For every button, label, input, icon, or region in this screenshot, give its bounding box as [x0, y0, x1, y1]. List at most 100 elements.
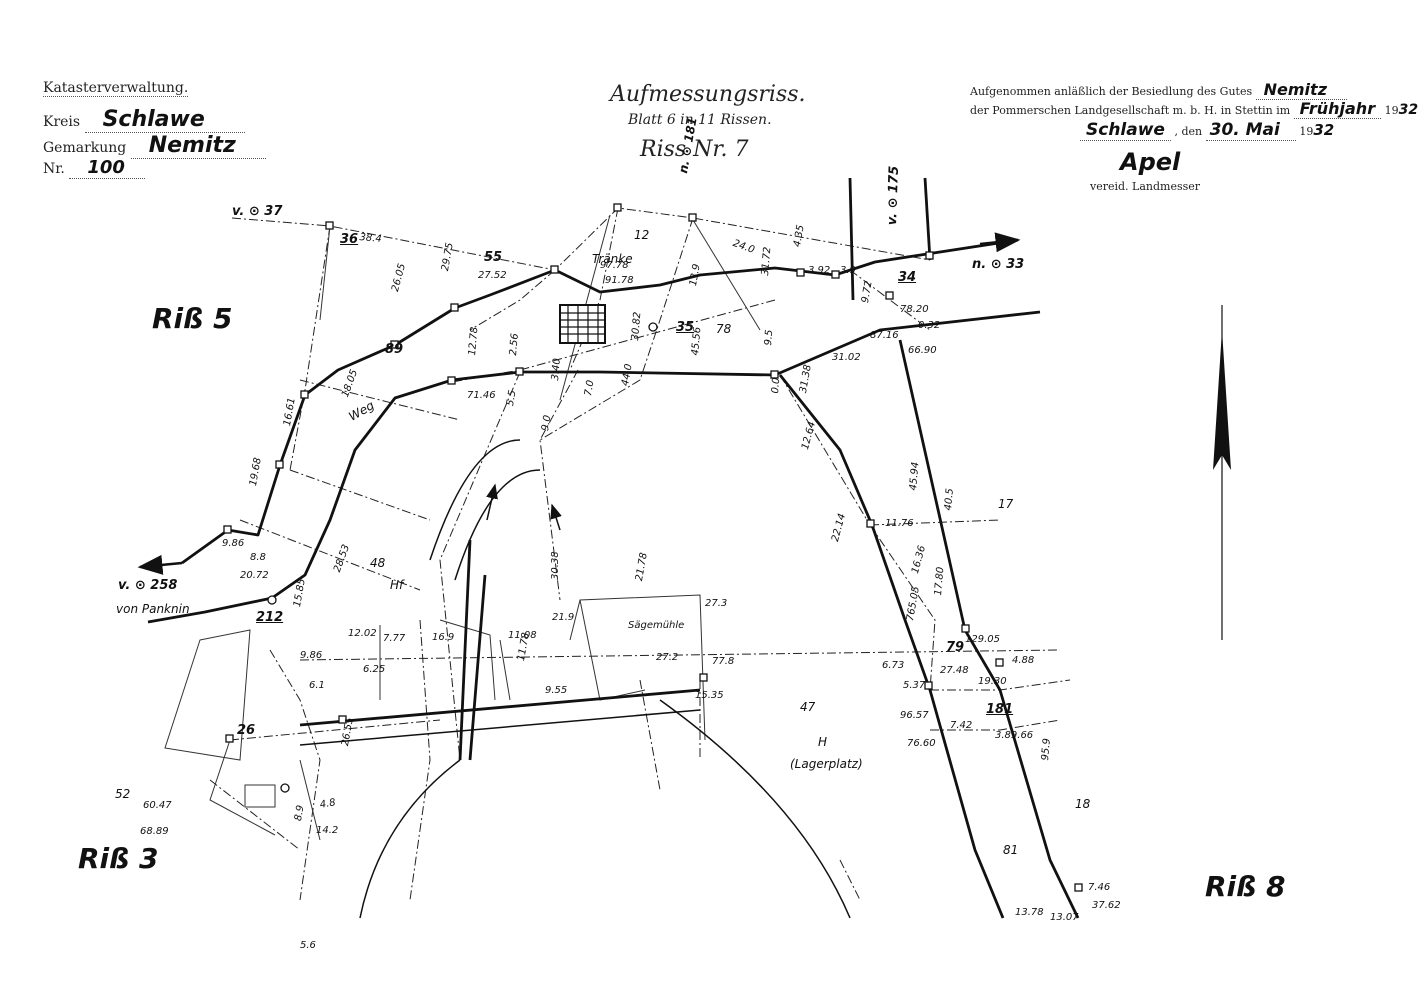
measurement-value: 0.32	[918, 320, 941, 331]
measurement-value: 7.42	[950, 720, 973, 731]
measurement-value: 27.2	[656, 652, 679, 663]
parcel-181: 181	[986, 702, 1014, 717]
nr-value: 100	[69, 157, 145, 179]
measurement-value: 38.4	[359, 232, 383, 245]
boundary-lines	[209, 207, 1071, 901]
measurement-value: 71.46	[467, 390, 496, 401]
saegemuehle-label: Sägemühle	[628, 620, 685, 631]
measurement-value: 27.48	[940, 665, 969, 676]
parcel-47: 47	[800, 700, 816, 714]
measurement-value: 68.89	[140, 826, 169, 837]
parcel-35: 35	[676, 320, 695, 335]
measurement-value: 15.35	[695, 690, 724, 701]
measurement-value: 30.38	[550, 551, 561, 580]
measurement-value: 8.8	[250, 552, 266, 563]
signer-title: vereid. Landmesser	[1090, 180, 1201, 193]
measurement-value: 9.86	[222, 538, 245, 549]
riss-number: Riss Nr. 7	[640, 137, 749, 162]
measurement-value: 11.08	[508, 630, 537, 641]
sheet-riss5: Riß 5	[152, 302, 233, 335]
parcel-17: 17	[998, 497, 1014, 511]
measurement-value: 6.73	[882, 660, 905, 671]
parcel-212: 212	[256, 610, 284, 625]
measurement-value: 95.9	[1040, 737, 1053, 761]
parcel-h: H	[818, 735, 828, 749]
measurement-value: 78.20	[900, 304, 929, 315]
measurement-value: 37.62	[1092, 900, 1121, 911]
measurement-value: 5.37	[903, 680, 926, 691]
kreis-row: Kreis Schlawe	[43, 107, 245, 133]
survey-line-2: der Pommerschen Landgesellschaft m. b. H…	[970, 99, 1418, 119]
parcel-79: 79	[946, 640, 965, 655]
measurement-value: 12.02	[348, 628, 377, 639]
kreis-value: Schlawe	[84, 107, 245, 133]
ref-v175: v. ⊙ 175	[885, 165, 903, 226]
map-title: Aufmessungsriss.	[610, 82, 806, 107]
parcel-52: 52	[115, 787, 131, 801]
survey-line-1: Aufgenommen anläßlich der Besiedlung des…	[970, 80, 1347, 100]
parcel-26: 26	[237, 723, 256, 738]
parcel-hf: Hf	[390, 578, 404, 592]
traenke-label: Tränke	[592, 252, 633, 266]
gemarkung-row: Gemarkung Nemitz	[43, 133, 266, 159]
measurement-value: 3.9	[840, 265, 856, 276]
thin-lines	[164, 214, 761, 841]
measurement-value: 129.05	[965, 634, 1000, 645]
measurement-value: 7.46	[1088, 882, 1111, 893]
measurement-value: 3.89.66	[995, 730, 1034, 741]
parcel-81: 81	[1003, 843, 1019, 857]
ref-v258: v. ⊙ 258	[118, 578, 178, 593]
measurement-value: 77.8	[712, 656, 735, 667]
gemarkung-value: Nemitz	[130, 133, 266, 159]
parcel-48: 48	[370, 556, 386, 570]
measurement-value: 9.55	[545, 685, 568, 696]
direction-arrows	[137, 232, 1021, 575]
measurement-value: 2.56	[508, 332, 521, 356]
admin-title: Katasterverwaltung.	[43, 80, 189, 97]
measurement-value: 13.07	[1050, 912, 1079, 923]
parcel-18: 18	[1075, 797, 1091, 811]
measurement-value: 7.77	[383, 633, 406, 644]
parcel-12: 12	[634, 228, 650, 242]
parcel-55: 55	[484, 250, 503, 265]
measurement-value: 96.57	[900, 710, 929, 721]
lagerplatz-label: (Lagerplatz)	[790, 757, 863, 771]
measurement-value: 97.78	[600, 260, 629, 271]
measurement-value: 5.6	[300, 940, 316, 951]
measurement-value: 87.16	[870, 330, 899, 341]
blatt-line: Blatt 6 in 11 Rissen.	[628, 112, 772, 128]
measurement-value: 9.86	[300, 650, 323, 661]
measurement-value: 16.9	[432, 632, 455, 643]
measurement-value: 6.1	[309, 680, 325, 691]
traenke-building	[559, 304, 606, 344]
nr-row: Nr. 100	[43, 157, 145, 179]
measurement-value: 13.78	[1015, 907, 1044, 918]
measurement-value: 19.30	[978, 676, 1007, 687]
measurement-value: 27.52	[478, 270, 507, 281]
measurement-value: 4.88	[1012, 655, 1035, 666]
north-arrow-icon	[1213, 305, 1231, 640]
signature: Apel	[1120, 148, 1181, 176]
parcel-78: 78	[716, 322, 732, 336]
measurement-value: 3.40	[550, 357, 563, 381]
measurement-value: 91.78	[605, 275, 634, 286]
measurement-value: 21.9	[552, 612, 575, 623]
measurement-value: 14.2	[316, 825, 339, 836]
measurement-value: 6.25	[363, 664, 386, 675]
parcel-36: 36	[340, 232, 359, 247]
measurement-value: 20.72	[240, 570, 269, 581]
parcel-89: 89	[385, 342, 404, 357]
ref-v37: v. ⊙ 37	[232, 204, 283, 219]
measurement-value: 76.60	[907, 738, 936, 749]
measurement-value: 9.5	[763, 329, 776, 346]
measurement-value: 3.92	[808, 265, 831, 276]
roads	[147, 177, 1080, 919]
stamp-box	[244, 784, 276, 808]
survey-points	[223, 203, 1083, 892]
measurement-value: 60.47	[143, 800, 172, 811]
measurement-value: 40.5	[943, 487, 956, 511]
ref-von-panknin: von Panknin	[116, 602, 190, 616]
place-date: Schlawe , den 30. Mai 1932	[1080, 120, 1334, 141]
sheet-riss8: Riß 8	[1205, 870, 1286, 903]
